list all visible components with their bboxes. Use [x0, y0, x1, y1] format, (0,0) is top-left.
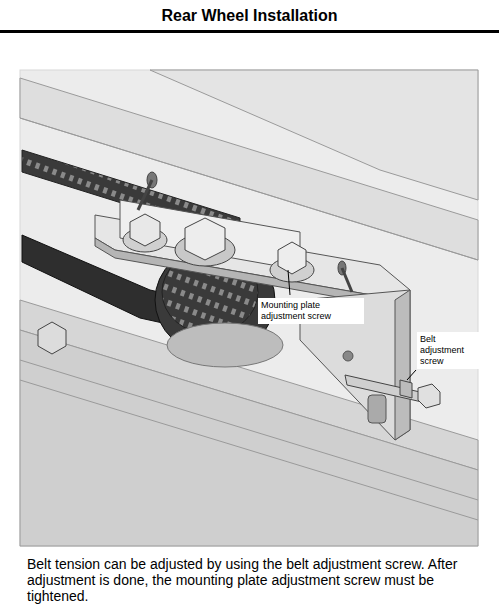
leader-lines: [288, 270, 416, 380]
illustration-frame: [20, 70, 478, 546]
caption-text: Belt tension can be adjusted by using th…: [27, 556, 472, 604]
title-rule: [0, 30, 499, 33]
belt-adjustment-screw: [345, 375, 440, 408]
diagram-title: Rear Wheel Installation: [0, 7, 499, 25]
mounting-plate: [95, 200, 410, 440]
bolts: [38, 172, 352, 354]
part-label: Mounting plate adjustment screw: [258, 298, 364, 324]
part-label: Belt adjustment screw: [417, 332, 481, 369]
